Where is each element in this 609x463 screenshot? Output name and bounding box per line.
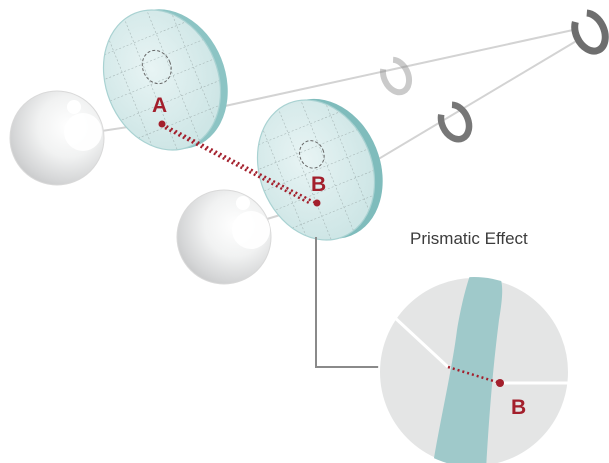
sight-line-lower-lens-to-target [359,39,579,171]
eye-icon [176,189,272,285]
connector-line [315,237,380,368]
inset-point-b-label: B [511,396,526,419]
landolt-ring-icon [571,9,609,55]
lens-icon [93,0,231,160]
eye-icon [9,90,105,186]
prismatic-effect-inset [378,276,570,463]
optical-path-a-to-b [161,122,317,206]
inset-point-b-marker [496,379,504,387]
point-a-label: A [152,94,167,117]
sight-line-upper-lens-to-target [224,29,574,107]
point-b-label: B [311,173,326,196]
lens-icon [247,90,385,250]
landolt-ring-icon [437,101,473,143]
point-b-marker [313,199,321,207]
prismatic-effect-title: Prismatic Effect [410,229,528,248]
landolt-ring-icon [379,56,413,96]
point-a-marker [158,120,166,128]
